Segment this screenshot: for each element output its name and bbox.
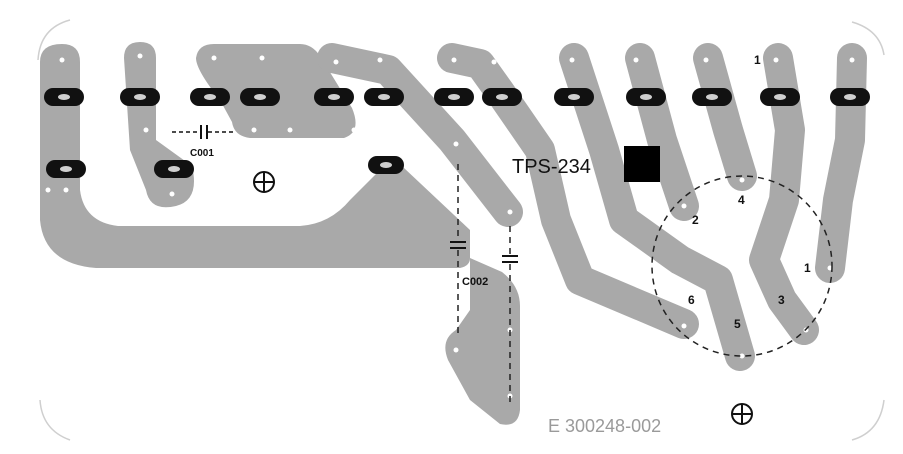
pin-label-1: 1 (804, 261, 811, 275)
mounting-target-icon (253, 171, 275, 193)
trace-6 (559, 43, 755, 371)
board-corner-top-left (37, 19, 71, 61)
trace-2 (124, 42, 194, 208)
trace-9 (749, 43, 819, 345)
trace-8 (693, 43, 757, 191)
component-outline-circle (651, 175, 833, 357)
ic-body (624, 146, 660, 182)
ic-label: TPS-234 (512, 156, 591, 178)
board-corner-top-right (851, 21, 885, 56)
via-dots (45, 53, 855, 399)
board-corner-bottom-right (851, 399, 885, 441)
pin-label-3: 3 (778, 293, 785, 307)
pad-holes (58, 94, 856, 172)
part-number-label: E 300248-002 (548, 416, 661, 436)
capacitor-c001-label: C001 (190, 148, 214, 159)
mounting-target-icon (731, 403, 753, 425)
pin-label-4: 4 (738, 193, 745, 207)
trace-4 (317, 43, 523, 227)
capacitor-c002-symbol (450, 164, 518, 404)
lower-trace (445, 258, 520, 425)
solder-pads (44, 88, 870, 178)
board-corner-bottom-left (39, 399, 71, 441)
pin-label-top: 1 (754, 53, 761, 67)
trace-5 (437, 43, 699, 339)
pin-label-5: 5 (734, 317, 741, 331)
trace-7 (625, 43, 699, 221)
ground-trace (40, 44, 470, 268)
pin-label-6: 6 (688, 293, 695, 307)
pin-label-2: 2 (692, 213, 699, 227)
capacitor-c002-label: C002 (462, 276, 488, 288)
capacitor-c001-symbol (172, 125, 234, 139)
